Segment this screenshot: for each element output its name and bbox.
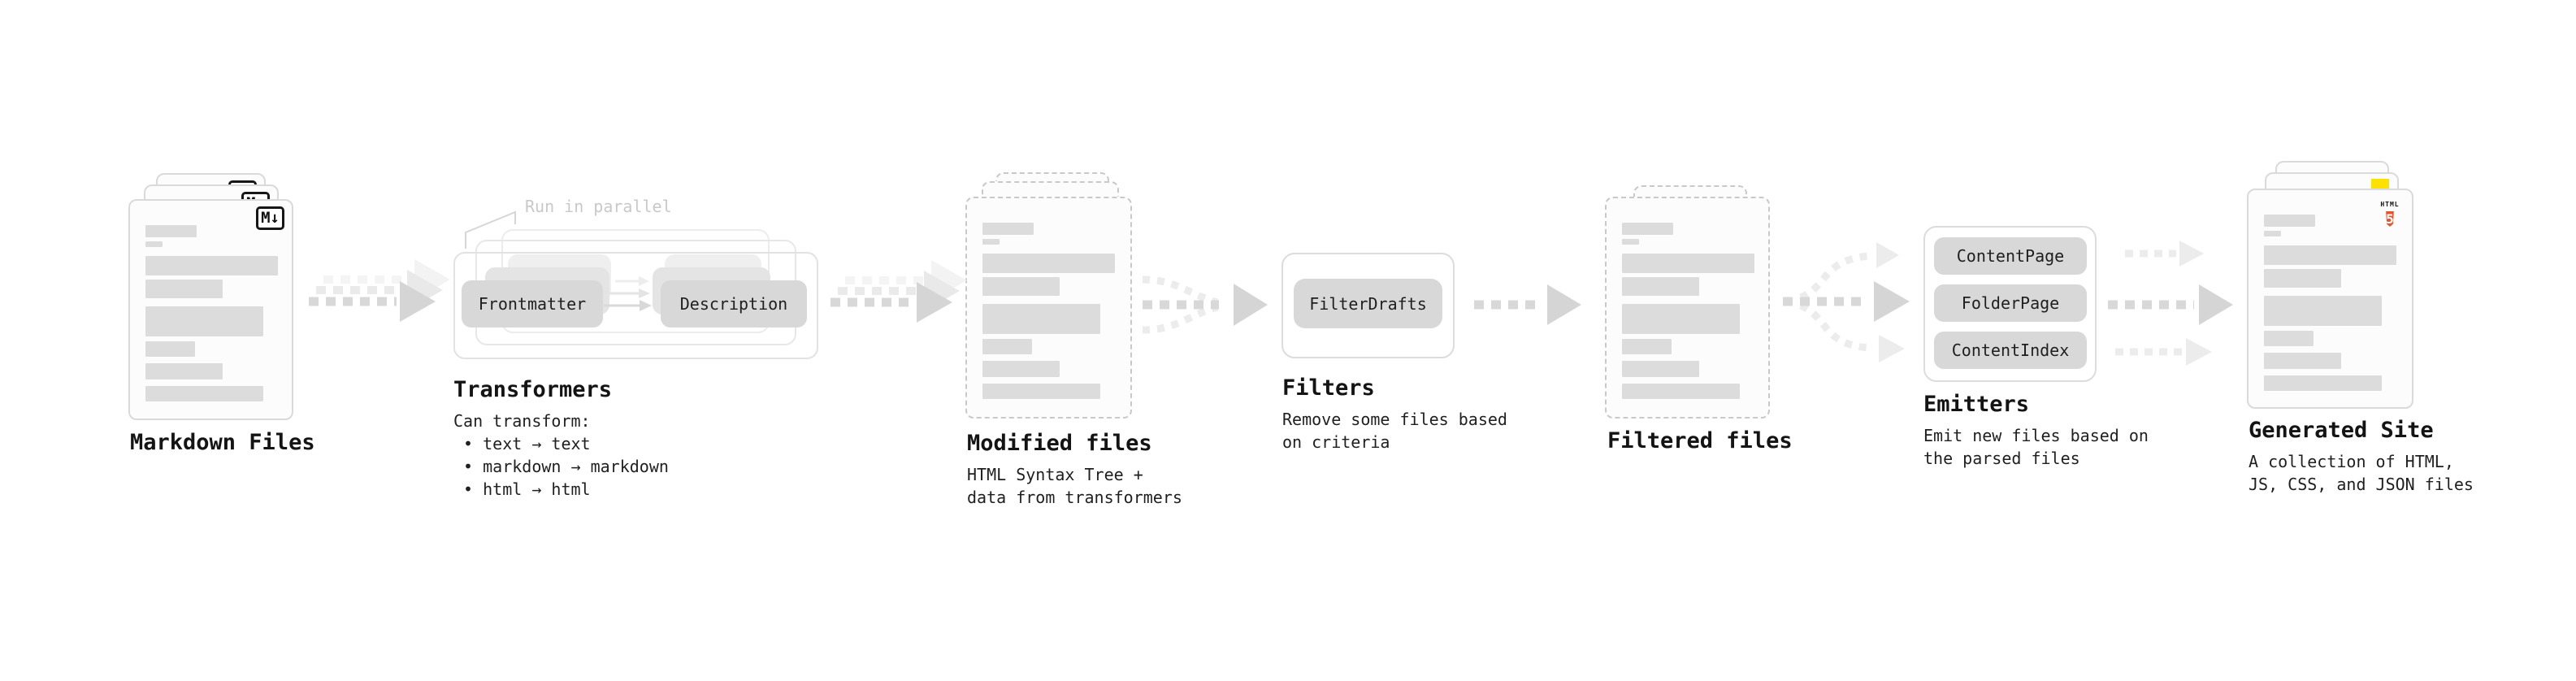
placeholder-text-line: [982, 239, 1000, 245]
modified-files-description: HTML Syntax Tree + data from transformer…: [967, 465, 1182, 507]
placeholder-text-line: [1622, 304, 1740, 334]
modified-file-card-front: [965, 197, 1132, 419]
filter-node-filterdrafts: FilterDrafts: [1294, 279, 1442, 328]
transformers-description: Can transform: • text → text • markdown …: [453, 411, 669, 499]
placeholder-text-line: [145, 363, 223, 380]
arrow-markdown-to-transformers: [309, 259, 450, 322]
generated-site-description: A collection of HTML, JS, CSS, and JSON …: [2249, 452, 2474, 494]
placeholder-text-line: [145, 280, 223, 298]
emitters-description: Emit new files based on the parsed files: [1923, 426, 2149, 468]
markdown-files-label: Markdown Files: [130, 430, 315, 455]
placeholder-text-line: [145, 241, 163, 247]
placeholder-text-line: [1622, 254, 1754, 273]
arrow-filtered-to-emitters: [1783, 242, 1910, 362]
emitter-node-folderpage: FolderPage: [1934, 284, 2087, 322]
transformers-frame-front: [453, 252, 818, 359]
filtered-files-label: Filtered files: [1607, 428, 1793, 453]
placeholder-text-line: [1622, 239, 1639, 245]
placeholder-text-line: [982, 254, 1115, 273]
filters-label: Filters: [1282, 375, 1375, 401]
placeholder-text-line: [982, 384, 1100, 399]
modified-files-label: Modified files: [967, 431, 1152, 456]
markdown-file-card-front: M↓: [128, 199, 293, 420]
arrow-modified-to-filters: [1142, 275, 1268, 334]
placeholder-text-line: [2264, 331, 2314, 346]
placeholder-text-line: [1622, 223, 1673, 235]
transformers-label: Transformers: [453, 377, 613, 402]
placeholder-text-line: [145, 225, 197, 237]
placeholder-text-line: [145, 306, 263, 336]
placeholder-text-line: [982, 223, 1034, 235]
placeholder-text-line: [145, 386, 263, 401]
filtered-file-card-front: [1605, 197, 1770, 419]
filters-description: Remove some files based on criteria: [1282, 410, 1507, 452]
html5-icon-shield: 5: [2386, 211, 2394, 227]
placeholder-text-line: [2264, 375, 2382, 391]
markdown-icon: M↓: [256, 206, 284, 230]
placeholder-text-line: [1622, 384, 1740, 399]
generated-file-card-html: HTML 5: [2247, 189, 2413, 409]
emitters-label: Emitters: [1923, 392, 2030, 417]
placeholder-text-line: [2264, 353, 2341, 369]
placeholder-text-line: [2264, 245, 2396, 265]
placeholder-text-line: [2264, 231, 2281, 236]
generated-site-label: Generated Site: [2249, 418, 2434, 443]
transformer-node-description: Description: [661, 280, 807, 327]
placeholder-text-line: [1622, 277, 1699, 296]
placeholder-text-line: [982, 361, 1060, 377]
html5-icon: HTML 5: [2380, 194, 2400, 229]
html5-icon-label: HTML: [2380, 201, 2400, 208]
placeholder-text-line: [2264, 215, 2315, 227]
placeholder-text-line: [145, 256, 278, 275]
arrow-transformers-to-modified: [830, 260, 967, 323]
placeholder-text-line: [1622, 361, 1699, 377]
placeholder-text-line: [982, 304, 1100, 334]
placeholder-text-line: [982, 339, 1032, 354]
placeholder-text-line: [145, 341, 195, 357]
arrow-emitters-to-generated: [2108, 241, 2233, 366]
emitter-node-contentpage: ContentPage: [1934, 237, 2087, 275]
arrow-filters-to-filtered: [1474, 284, 1581, 325]
transformer-node-frontmatter: Frontmatter: [462, 280, 603, 327]
run-in-parallel-annotation: Run in parallel: [525, 197, 672, 216]
placeholder-text-line: [1622, 339, 1672, 354]
placeholder-text-line: [2264, 296, 2382, 326]
emitter-node-contentindex: ContentIndex: [1934, 332, 2087, 369]
placeholder-text-line: [982, 277, 1060, 296]
placeholder-text-line: [2264, 269, 2341, 288]
